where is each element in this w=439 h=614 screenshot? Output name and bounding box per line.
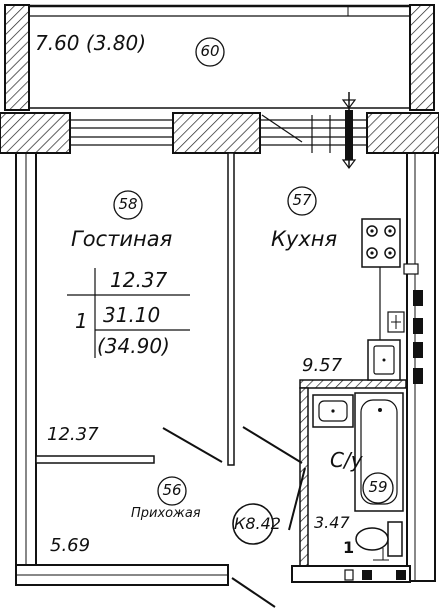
hallway-area: 5.69 [50,535,91,556]
area-fraction-lines [67,268,190,358]
balcony-area-label: 7.60 (3.80) [35,33,146,53]
bathroom-name: С/у [330,448,363,472]
apartment-total-area: 31.10 [103,303,161,327]
kitchen-sink-icon [367,339,401,381]
apartment-living-area: 12.37 [110,268,168,292]
kitchen-room-number: 57 [292,191,312,209]
hallway-name: Прихожая [131,506,201,521]
exterior-wall-right [403,152,436,582]
living-room-area: 12.37 [47,424,99,445]
bathroom-count: 1 [343,538,355,557]
toilet-icon [355,521,403,561]
stove-icon [361,218,401,268]
kitchen-area: 9.57 [302,355,343,376]
apartment-room-count: 1 [75,309,88,333]
exterior-wall-top [0,92,439,169]
room-number-circles [113,37,394,545]
kitchen-room-name: Кухня [271,227,338,251]
living-room-name: Гостиная [71,227,173,251]
balcony-area: 7.60 [35,31,80,55]
bathroom-room-number: 59 [368,478,388,496]
exterior-wall-left [15,152,37,566]
washbasin-icon [312,394,354,428]
apartment-code: К8.42 [234,514,281,533]
balcony-walls [4,4,435,111]
hallway-room-number: 56 [162,481,182,499]
interior-walls [35,152,407,567]
balcony-room-number: 60 [200,42,220,60]
bathroom-area: 3.47 [314,513,350,532]
balcony-area-reduced: (3.80) [85,31,147,55]
door-swings [162,426,306,608]
apartment-total-with-balcony: (34.90) [97,334,170,358]
living-room-number: 58 [118,195,138,213]
exterior-wall-bottom [15,564,411,586]
